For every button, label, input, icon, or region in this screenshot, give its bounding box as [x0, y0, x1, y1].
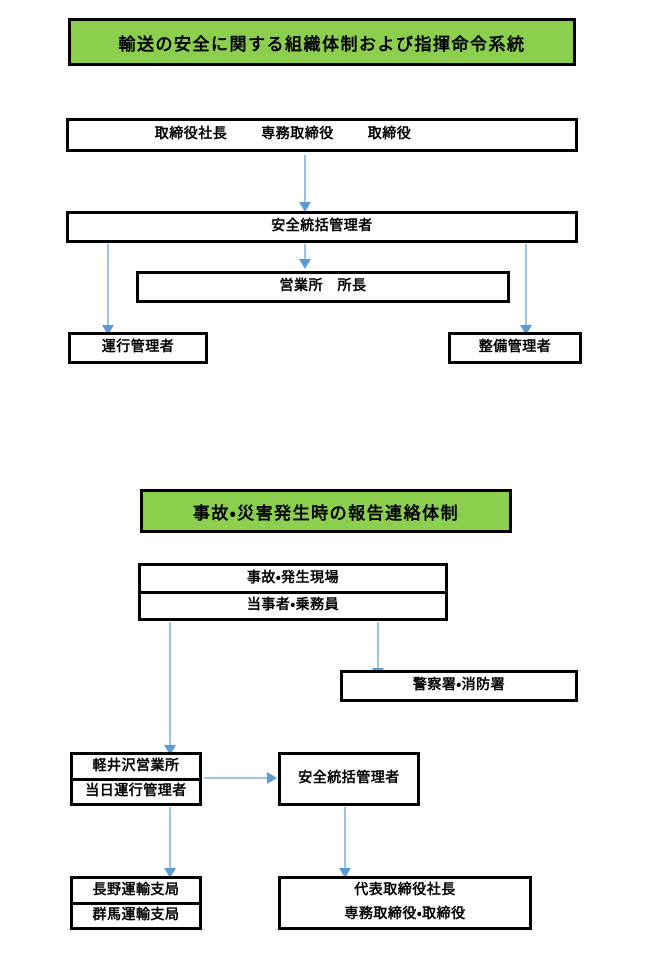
safety-general-manager-label: 安全統括管理者: [271, 218, 373, 235]
operations-manager-label: 運行管理者: [101, 339, 175, 356]
branch-office-name-label: 軽井沢営業所: [92, 757, 180, 774]
safety-general-manager-label-cell: 安全統括管理者: [69, 214, 575, 240]
representative-president-cell: 代表取締役社長: [281, 879, 529, 903]
directors-label: 専務取締役・取締役: [344, 906, 466, 923]
arrow-safety-manager-to-branch-chief: [304, 244, 306, 260]
duty-manager-cell: 当日運行管理者: [73, 777, 199, 804]
arrow-safety-manager-to-operations-manager: [107, 244, 109, 326]
incident-site-cell: 事故・発生現場: [141, 566, 445, 591]
emergency-services-box: 警察署・消防署: [340, 670, 578, 702]
president-label: 取締役社長: [154, 126, 228, 143]
branch-chief-label-cell: 営業所 所長: [139, 274, 507, 300]
safety-general-manager-box-2: 安全統括管理者: [278, 752, 420, 806]
senior-director-label: 専務取締役: [261, 126, 334, 143]
chart1-title-text: 輸送の安全に関する組織体制および指揮命令系統: [118, 34, 526, 55]
arrow-branch-office-to-safety-manager: [204, 777, 268, 779]
arrow-board-to-safety-manager: [304, 155, 306, 203]
branch-chief-box: 営業所 所長: [136, 271, 510, 303]
transport-bureaus-box: 長野運輸支局 群馬運輸支局: [70, 876, 202, 930]
maintenance-manager-box: 整備管理者: [448, 332, 582, 364]
gunma-bureau-label: 群馬運輸支局: [92, 907, 180, 924]
incident-site-label: 事故・発生現場: [246, 569, 340, 586]
board-of-directors-row: 取締役社長 専務取締役 取締役: [69, 121, 575, 149]
directors-cell: 専務取締役・取締役: [281, 903, 529, 927]
executives-box: 代表取締役社長 専務取締役・取締役: [278, 876, 532, 930]
operations-manager-label-cell: 運行管理者: [71, 335, 205, 361]
arrow-incident-to-branch-office: [169, 622, 171, 746]
duty-manager-label: 当日運行管理者: [85, 783, 187, 800]
safety-general-manager-2-label-cell: 安全統括管理者: [281, 755, 417, 803]
branch-office-box: 軽井沢営業所 当日運行管理者: [70, 752, 202, 806]
operations-manager-box: 運行管理者: [68, 332, 208, 364]
representative-president-label: 代表取締役社長: [354, 882, 456, 899]
chart2-title-banner: 事故・災害発生時の報告連絡体制: [140, 489, 512, 533]
nagano-bureau-cell: 長野運輸支局: [73, 879, 199, 902]
chart1-title-banner: 輸送の安全に関する組織体制および指揮命令系統: [68, 18, 576, 66]
incident-parties-label: 当事者・乗務員: [246, 597, 340, 614]
branch-office-name-cell: 軽井沢営業所: [73, 755, 199, 778]
arrow-safety-manager-to-executives: [344, 807, 346, 869]
gunma-bureau-cell: 群馬運輸支局: [73, 901, 199, 928]
emergency-services-label: 警察署・消防署: [412, 677, 506, 694]
director-label: 取締役: [367, 126, 412, 143]
incident-parties-cell: 当事者・乗務員: [141, 590, 445, 619]
chart2-title-text: 事故・災害発生時の報告連絡体制: [192, 503, 460, 524]
arrow-branch-office-to-transport-bureaus: [169, 807, 171, 869]
arrow-incident-to-emergency-services: [377, 622, 379, 669]
nagano-bureau-label: 長野運輸支局: [92, 881, 180, 898]
emergency-services-label-cell: 警察署・消防署: [343, 673, 575, 699]
branch-chief-label: 営業所 所長: [279, 278, 367, 295]
incident-box: 事故・発生現場 当事者・乗務員: [138, 563, 448, 621]
maintenance-manager-label: 整備管理者: [478, 339, 552, 356]
safety-general-manager-box: 安全統括管理者: [66, 211, 578, 243]
safety-general-manager-2-label: 安全統括管理者: [298, 770, 400, 787]
board-of-directors-box: 取締役社長 専務取締役 取締役: [66, 118, 578, 152]
maintenance-manager-label-cell: 整備管理者: [451, 335, 579, 361]
arrow-safety-manager-to-maintenance-manager: [525, 244, 527, 326]
